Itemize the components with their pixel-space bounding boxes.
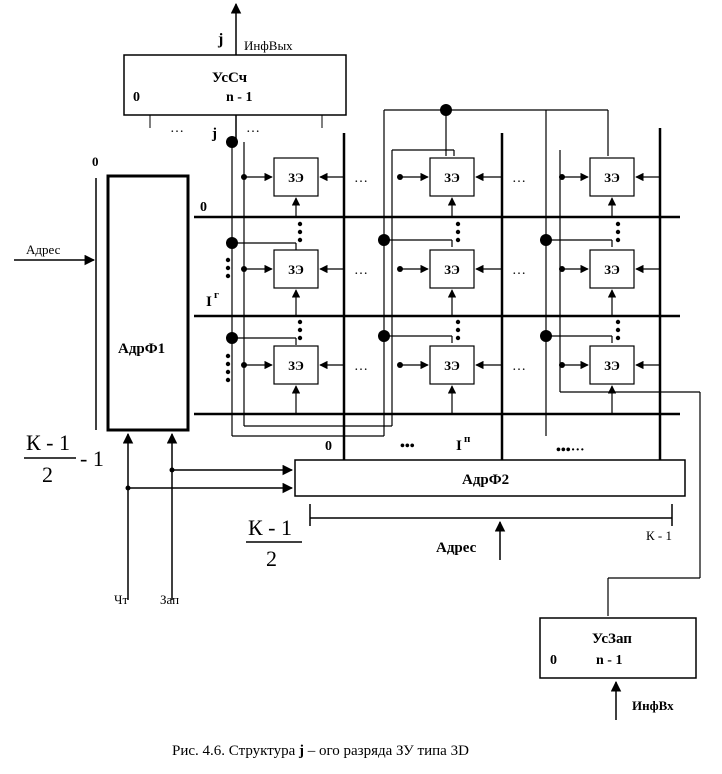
fraction2-denominator: 2 bbox=[266, 546, 277, 571]
figure-caption: Рис. 4.6. Структура j – ого разряда ЗУ т… bbox=[172, 743, 469, 759]
caption-suffix: – ого разряда ЗУ типа 3D bbox=[307, 743, 469, 759]
top-j-label: j bbox=[217, 31, 223, 48]
memory-cell-label: ЗЭ bbox=[288, 358, 304, 373]
column-j-label: j bbox=[211, 126, 217, 142]
fraction1-denominator: 2 bbox=[42, 462, 53, 487]
cell-dots: … bbox=[512, 263, 526, 278]
memory-cell-label: ЗЭ bbox=[444, 170, 460, 185]
read-amp-dots-right: … bbox=[246, 121, 260, 136]
read-amplifier-left: 0 bbox=[133, 90, 140, 105]
memory-cell-grid: ЗЭ … ЗЭ … ЗЭ ЗЭ … ЗЭ … ЗЭ ЗЭ … ЗЭ … ЗЭ bbox=[232, 157, 660, 414]
cell-dots: … bbox=[354, 171, 368, 186]
row-decoder-box bbox=[106, 174, 190, 432]
row-0-label: 0 bbox=[200, 200, 207, 215]
memory-cell: ЗЭ bbox=[559, 249, 660, 316]
k-minus-1-label: К - 1 bbox=[646, 528, 672, 543]
row-i-label: I bbox=[206, 294, 212, 310]
column-decoder-name: АдрФ2 bbox=[462, 472, 509, 488]
read-amplifier-right: n - 1 bbox=[226, 90, 252, 105]
memory-cell: ЗЭ … bbox=[241, 157, 368, 217]
left-bus-zero: 0 bbox=[92, 154, 99, 169]
memory-cell-label: ЗЭ bbox=[604, 358, 620, 373]
info-out-label: ИнфВых bbox=[244, 38, 293, 53]
write-signal-label: Зап bbox=[160, 592, 179, 607]
memory-cell: ЗЭ … bbox=[241, 249, 368, 316]
read-amp-dots-left: … bbox=[170, 121, 184, 136]
caption-j: j bbox=[298, 743, 304, 759]
vertical-dot-leaders bbox=[225, 221, 621, 383]
address-left-label: Адрес bbox=[26, 242, 61, 257]
read-amplifier-box bbox=[123, 54, 347, 116]
row-i-sup: г bbox=[214, 289, 219, 301]
row-decoder-name: АдрФ1 bbox=[118, 341, 165, 357]
fraction2-numerator: К - 1 bbox=[248, 515, 292, 540]
fraction1-numerator: К - 1 bbox=[26, 430, 70, 455]
memory-cell: ЗЭ … bbox=[397, 249, 526, 316]
info-in-label: ИнфВх bbox=[632, 698, 674, 713]
column-i-sup: п bbox=[464, 433, 471, 445]
memory-cell-label: ЗЭ bbox=[604, 262, 620, 277]
column-i-label: I bbox=[456, 438, 462, 454]
memory-cell-label: ЗЭ bbox=[288, 170, 304, 185]
read-amplifier-name: УсСч bbox=[212, 70, 248, 86]
memory-cell-label: ЗЭ bbox=[444, 262, 460, 277]
cell-dots: … bbox=[512, 171, 526, 186]
memory-cell-label: ЗЭ bbox=[444, 358, 460, 373]
write-amplifier-right: n - 1 bbox=[596, 653, 622, 668]
fraction1-suffix: - 1 bbox=[80, 446, 104, 471]
column-decoder-box bbox=[294, 459, 686, 497]
caption-prefix: Рис. 4.6. Структура bbox=[172, 743, 296, 759]
write-amplifier-name: УсЗап bbox=[592, 631, 632, 647]
cell-dots: … bbox=[512, 359, 526, 374]
memory-cell: ЗЭ … bbox=[397, 157, 526, 217]
memory-cell: ЗЭ … bbox=[397, 345, 526, 414]
memory-cell: ЗЭ bbox=[559, 157, 660, 217]
column-0-label: 0 bbox=[325, 439, 332, 454]
column-dots: ••• bbox=[400, 439, 415, 454]
write-amplifier-box bbox=[539, 617, 697, 679]
memory-cell: ЗЭ … bbox=[241, 345, 368, 414]
address-bottom-label: Адрес bbox=[436, 540, 477, 556]
memory-cell: ЗЭ bbox=[559, 345, 660, 414]
cell-dots: … bbox=[354, 263, 368, 278]
cell-dots: … bbox=[354, 359, 368, 374]
write-amplifier-left: 0 bbox=[550, 653, 557, 668]
memory-cell-label: ЗЭ bbox=[604, 170, 620, 185]
read-signal-label: Чт bbox=[114, 592, 128, 607]
column-end-dots: •••··· bbox=[556, 443, 585, 458]
memory-cell-label: ЗЭ bbox=[288, 262, 304, 277]
